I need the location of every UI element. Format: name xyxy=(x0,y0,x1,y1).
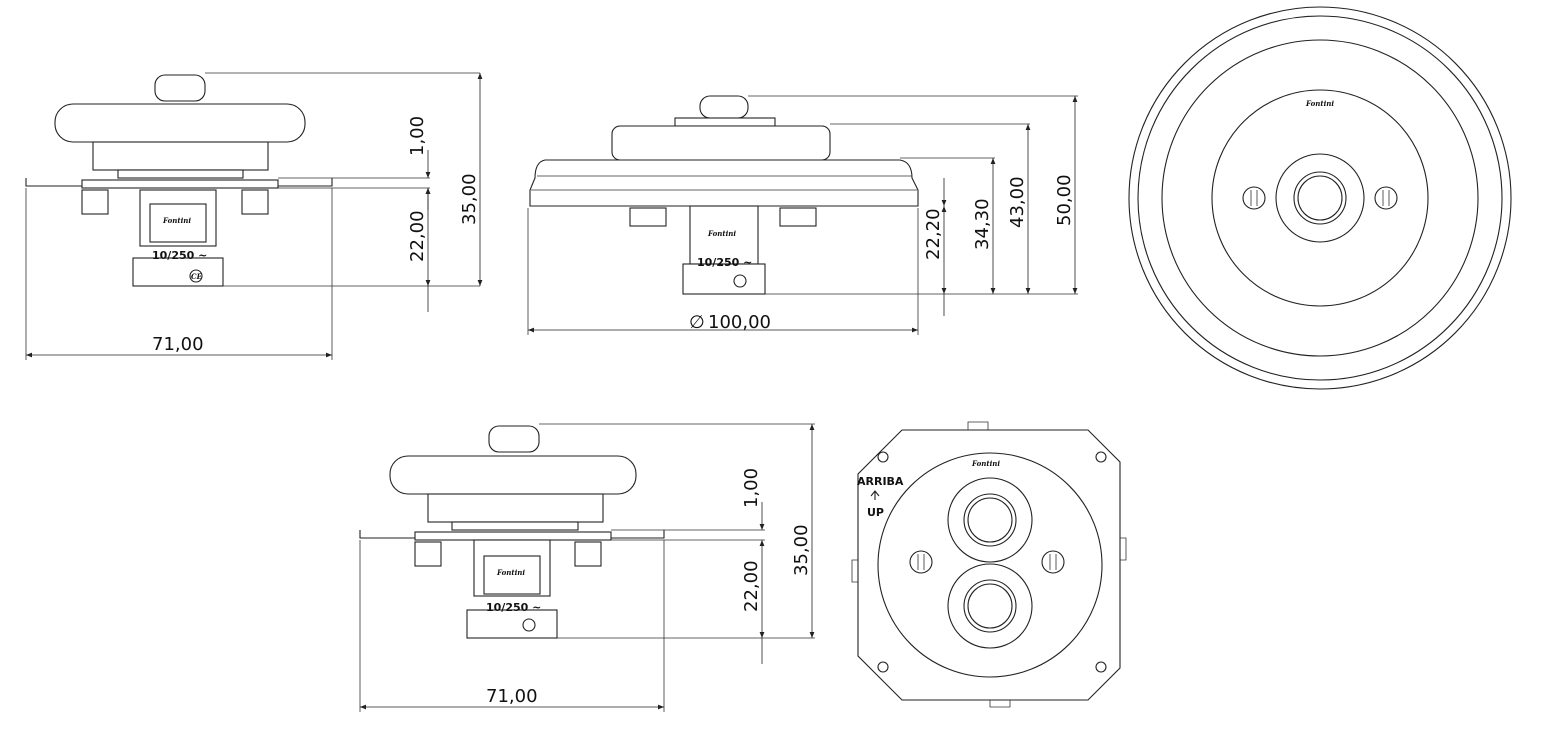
dim-22-20: 22,20 xyxy=(923,208,944,260)
dim-34-30: 34,30 xyxy=(972,198,993,250)
brand-logo-4: Fontini xyxy=(496,568,525,577)
ce-mark-icon-4 xyxy=(522,618,536,632)
brand-logo-5: Fontini xyxy=(971,459,1000,468)
screw-left-icon-2 xyxy=(909,550,933,574)
ce-mark-icon-2 xyxy=(733,274,747,288)
brand-logo-3: Fontini xyxy=(1305,99,1334,108)
dim-71-top: 71,00 xyxy=(152,334,204,355)
dim-43: 43,00 xyxy=(1007,176,1028,228)
rating-label-4: 10/250 ~ xyxy=(486,601,541,614)
dim-50: 50,00 xyxy=(1054,174,1075,226)
ce-mark: CE xyxy=(191,272,203,281)
dim-35-bottom: 35,00 xyxy=(791,524,812,576)
screw-right-icon-2 xyxy=(1041,550,1065,574)
side-view-single-button: Fontini 10/250 ~ CE 35,00 1,00 22,00 71,… xyxy=(25,72,483,360)
side-view-double-button: Fontini 10/250 ~ 35,00 1,00 22,00 71,00 xyxy=(359,423,815,712)
dim-100: 100,00 xyxy=(708,312,771,333)
orientation-up: UP xyxy=(867,506,884,519)
screw-left-icon xyxy=(1242,186,1266,210)
front-view-double-button: Fontini ARRIBA UP xyxy=(851,421,1127,708)
arrow-up-icon xyxy=(870,490,880,500)
side-view-rosette: Fontini 10/250 ~ 50,00 43,00 34,30 22,20… xyxy=(527,95,1078,335)
dim-22-bottom: 22,00 xyxy=(741,560,762,612)
diameter-symbol: ∅ xyxy=(689,312,705,333)
screw-right-icon xyxy=(1374,186,1398,210)
rating-label-2: 10/250 ~ xyxy=(697,256,752,269)
dim-35-top: 35,00 xyxy=(459,173,480,225)
brand-logo-2: Fontini xyxy=(707,229,736,238)
rating-label: 10/250 ~ xyxy=(152,249,207,262)
dim-71-bottom: 71,00 xyxy=(486,686,538,707)
dim-22-top: 22,00 xyxy=(407,210,428,262)
ce-mark-icon xyxy=(189,269,203,283)
dim-1-bottom: 1,00 xyxy=(741,468,762,508)
brand-logo: Fontini xyxy=(162,216,191,225)
orientation-arriba: ARRIBA xyxy=(857,475,904,488)
front-view-rosette: Fontini xyxy=(1128,6,1512,390)
dim-1-top: 1,00 xyxy=(407,116,428,156)
